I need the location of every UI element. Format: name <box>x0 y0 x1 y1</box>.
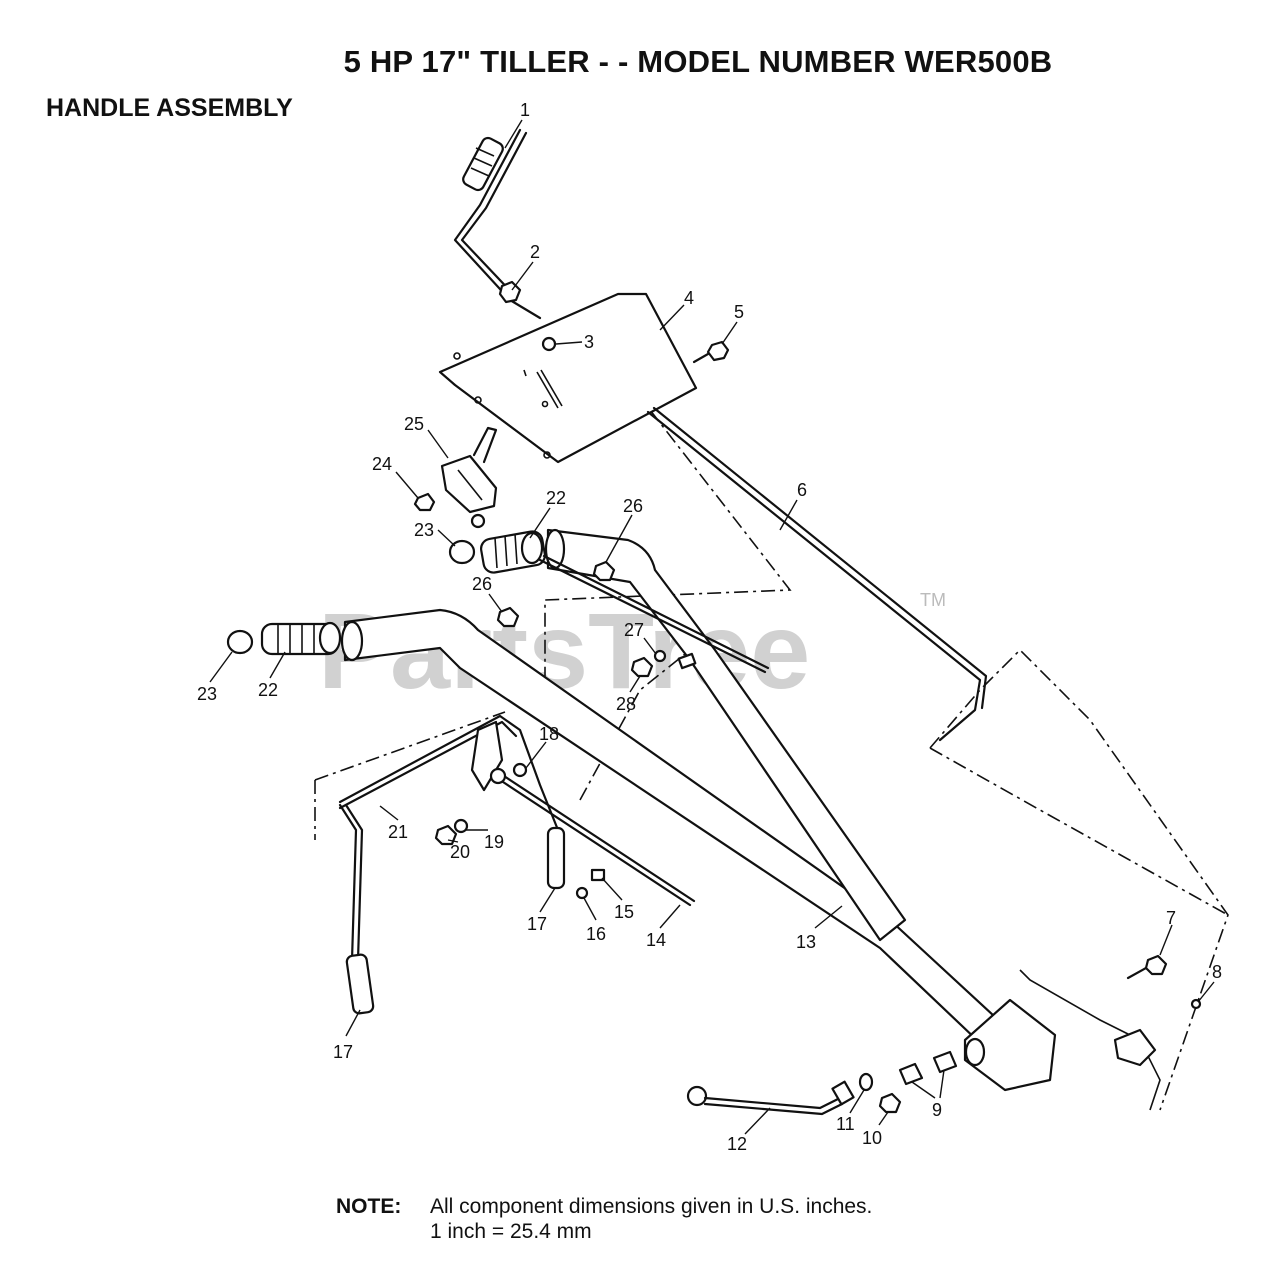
part-23-cap-left <box>226 629 254 655</box>
part-3-screw <box>523 336 557 377</box>
part-7-bolt <box>1126 954 1168 980</box>
part-1-shift-lever <box>453 128 542 320</box>
part-24-nut <box>413 492 436 512</box>
part-20-nut <box>434 824 458 846</box>
note-line-2: 1 inch = 25.4 mm <box>430 1220 592 1243</box>
callout-6: 6 <box>797 480 807 500</box>
part-21-bail <box>338 714 566 1015</box>
part-11-washer <box>858 1072 874 1092</box>
callout-18: 18 <box>539 724 559 744</box>
callout-26-lower: 26 <box>472 574 492 594</box>
part-16-washer <box>575 886 589 900</box>
callout-10: 10 <box>862 1128 882 1148</box>
part-25-bracket <box>440 426 498 529</box>
note-line-1: All component dimensions given in U.S. i… <box>430 1195 873 1218</box>
leader-lines <box>209 119 1215 1135</box>
callout-28: 28 <box>616 694 636 714</box>
callout-19: 19 <box>484 832 504 852</box>
callout-11: 11 <box>836 1114 855 1134</box>
part-28-nut <box>630 656 654 678</box>
callout-22-lower: 22 <box>258 680 278 700</box>
part-22-grip-right <box>480 530 546 574</box>
part-19-washer <box>453 818 469 834</box>
part-9-bracket <box>898 1050 958 1086</box>
callout-8: 8 <box>1212 962 1222 982</box>
callout-21: 21 <box>388 822 408 842</box>
callout-26-upper: 26 <box>623 496 643 516</box>
part-23-cap-right <box>448 539 476 565</box>
callout-1: 1 <box>520 100 530 120</box>
gearbox-housing <box>1019 969 1161 1111</box>
cables <box>498 554 770 907</box>
callout-12: 12 <box>727 1134 747 1154</box>
callout-17-upper: 17 <box>527 914 547 934</box>
dimensions-note: NOTE: All component dimensions given in U… <box>336 1194 872 1244</box>
part-15-clip <box>590 868 606 882</box>
part-10-nut <box>878 1092 902 1114</box>
callout-numbers: 1 2 3 4 5 6 7 8 9 10 11 12 13 14 15 16 1… <box>197 100 1222 1154</box>
watermark-tm: TM <box>920 590 946 610</box>
callout-4: 4 <box>684 288 694 308</box>
part-6-control-rod <box>646 406 988 742</box>
callout-16: 16 <box>586 924 606 944</box>
part-5-bolt <box>692 340 730 364</box>
phantom-outline <box>314 409 1229 1111</box>
callout-15: 15 <box>614 902 634 922</box>
callout-24: 24 <box>372 454 392 474</box>
callout-22-upper: 22 <box>546 488 566 508</box>
callout-2: 2 <box>530 242 540 262</box>
callout-23-upper: 23 <box>414 520 434 540</box>
part-22-grip-left <box>260 621 342 656</box>
callout-9: 9 <box>932 1100 942 1120</box>
callout-13: 13 <box>796 932 816 952</box>
part-27-washer <box>653 649 667 663</box>
callout-23-lower: 23 <box>197 684 217 704</box>
callout-3: 3 <box>584 332 594 352</box>
part-2-nut <box>498 280 522 304</box>
note-label: NOTE: <box>336 1195 402 1218</box>
assembly-subtitle: HANDLE ASSEMBLY <box>46 94 293 122</box>
part-26-nut-lower <box>496 606 520 628</box>
cable-clip <box>677 652 697 670</box>
callout-20: 20 <box>450 842 470 862</box>
part-4-control-panel <box>438 292 698 464</box>
callout-7: 7 <box>1166 908 1176 928</box>
callout-17-lower: 17 <box>333 1042 353 1062</box>
part-12-lever <box>686 1080 855 1116</box>
page-title: 5 HP 17" TILLER - - MODEL NUMBER WER500B <box>343 44 1053 79</box>
callout-14: 14 <box>646 930 666 950</box>
callout-5: 5 <box>734 302 744 322</box>
callout-27: 27 <box>624 620 644 640</box>
part-18-lever <box>470 720 528 792</box>
callout-25: 25 <box>404 414 424 434</box>
